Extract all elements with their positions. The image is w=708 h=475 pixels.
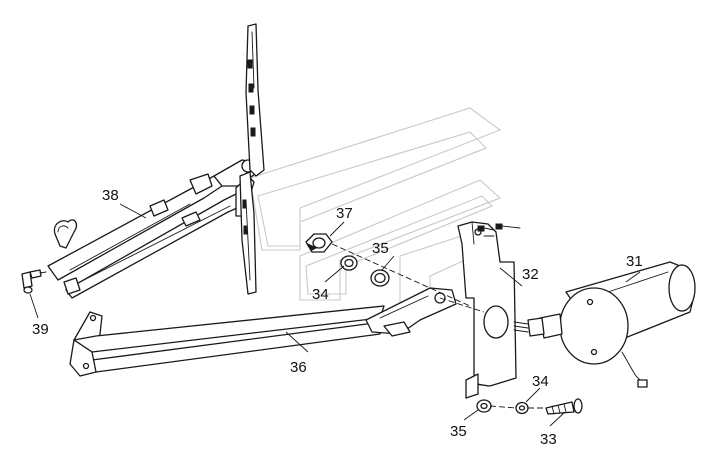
callout-32: 32 — [522, 266, 539, 283]
mounting-bracket-32 — [457, 221, 517, 399]
washer-34-lower — [515, 401, 529, 415]
washer-34-upper — [340, 255, 358, 271]
wiper-blade — [239, 23, 265, 295]
connector-fitting-39 — [21, 269, 47, 294]
screw-33 — [545, 398, 583, 415]
washer-35-lower — [476, 399, 492, 413]
callout-33: 33 — [540, 431, 557, 448]
callout-39: 39 — [32, 321, 49, 338]
callout-31: 31 — [626, 253, 643, 270]
callout-34-lower: 34 — [532, 373, 549, 390]
assembly-lines — [331, 243, 546, 409]
callout-34-upper: 34 — [312, 286, 329, 303]
callout-35-lower: 35 — [450, 423, 467, 440]
callout-36: 36 — [290, 359, 307, 376]
wiper-motor-31 — [513, 261, 696, 388]
nut-37 — [305, 233, 333, 253]
linkage-rod-36 — [69, 287, 457, 377]
callout-labels: 31 32 33 34 34 35 35 36 37 38 39 — [32, 187, 643, 448]
callout-35-upper: 35 — [372, 240, 389, 257]
wiper-arm-38 — [47, 159, 259, 299]
bracket-screws — [477, 223, 521, 237]
leader-lines — [29, 203, 641, 427]
callout-38: 38 — [102, 187, 119, 204]
washer-35-upper — [370, 269, 390, 287]
callout-37: 37 — [336, 205, 353, 222]
